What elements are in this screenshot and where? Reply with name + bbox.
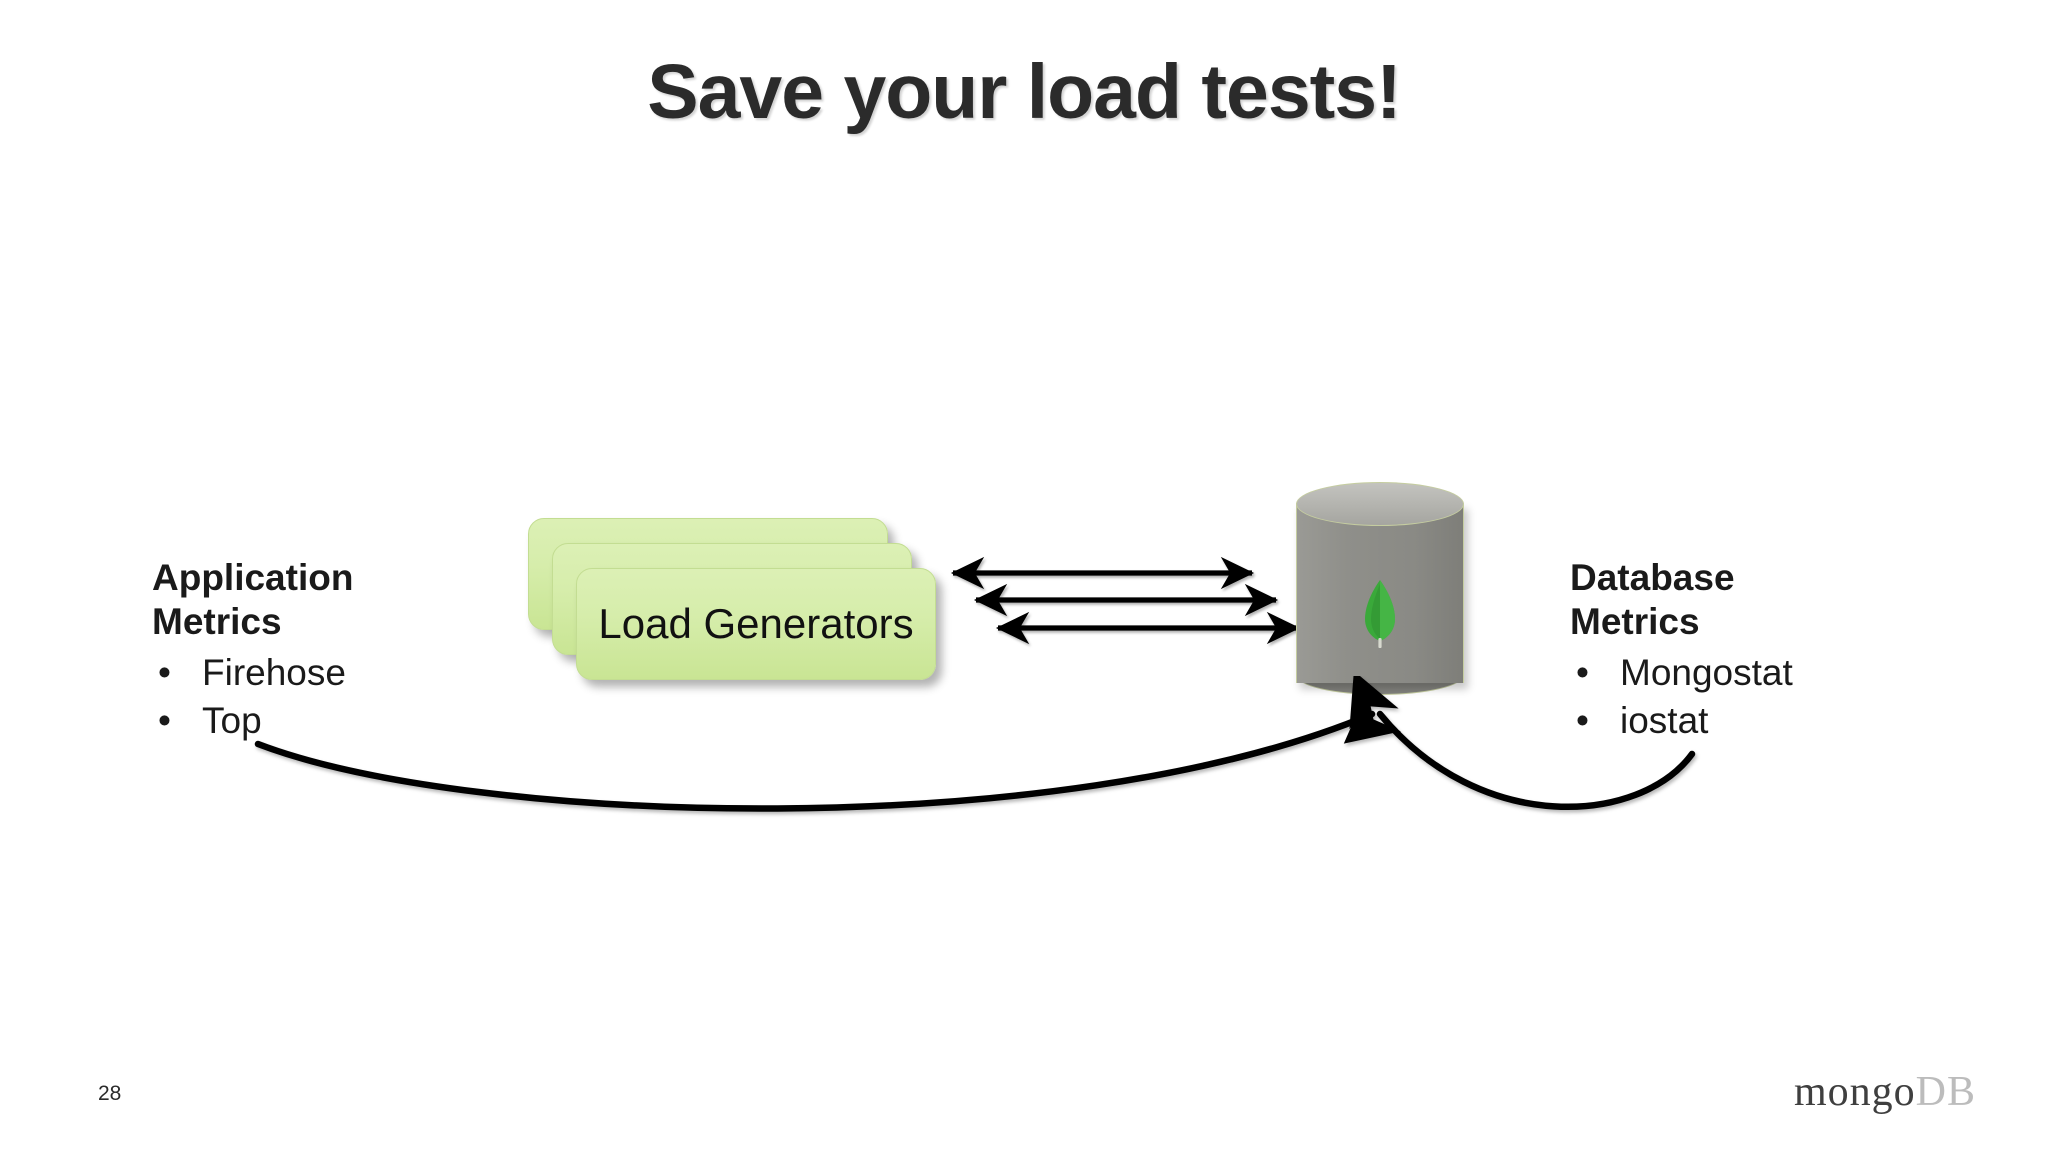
logo-mongo-text: mongo [1793, 1069, 1916, 1115]
database-metric-label: Mongostat [1620, 652, 1793, 694]
application-metrics-block: Application Metrics • Firehose • Top [152, 556, 492, 744]
application-metric-label: Top [202, 699, 262, 741]
database-cylinder [1296, 482, 1464, 695]
list-item: • Mongostat [1570, 649, 1930, 696]
application-metrics-heading-line-2: Metrics [152, 600, 282, 642]
page-number: 28 [98, 1082, 122, 1105]
feedback-curves-group [254, 670, 1696, 812]
database-metrics-list: • Mongostat • iostat [1570, 649, 1930, 744]
page-title: Save your load tests! [647, 49, 1402, 135]
application-metrics-heading-line-1: Application [152, 557, 354, 598]
database-metrics-heading-line-1: Database [1570, 557, 1735, 598]
bullet-icon: • [1576, 699, 1589, 741]
mongodb-leaf-icon [1365, 580, 1395, 648]
load-generator-box-front [576, 568, 936, 680]
load-generators-label: Load Generators [598, 600, 914, 647]
database-metrics-heading-line-2: Metrics [1570, 600, 1700, 642]
application-metrics-heading: Application Metrics [152, 556, 492, 643]
database-metrics-feedback-curve [1343, 690, 1696, 810]
database-metric-label: iostat [1620, 699, 1709, 741]
bullet-icon: • [1576, 652, 1589, 694]
bullet-icon: • [158, 699, 171, 741]
application-metric-label: Firehose [202, 652, 346, 694]
list-item: • iostat [1570, 697, 1930, 744]
bidirectional-arrows-group [950, 556, 1301, 645]
load-generators-stack: Load Generators [528, 518, 936, 708]
database-metrics-block: Database Metrics • Mongostat • iostat [1570, 556, 1930, 744]
list-item: • Firehose [152, 649, 492, 696]
logo-db-text: DB [1915, 1069, 1976, 1115]
application-metrics-feedback-curve [254, 670, 1399, 812]
cylinder-top-ellipse [1296, 482, 1464, 526]
list-item: • Top [152, 697, 492, 744]
mongodb-logo: mongoDB [1794, 1068, 1976, 1116]
bullet-icon: • [158, 652, 171, 694]
database-metrics-heading: Database Metrics [1570, 556, 1930, 643]
application-metrics-list: • Firehose • Top [152, 649, 492, 744]
